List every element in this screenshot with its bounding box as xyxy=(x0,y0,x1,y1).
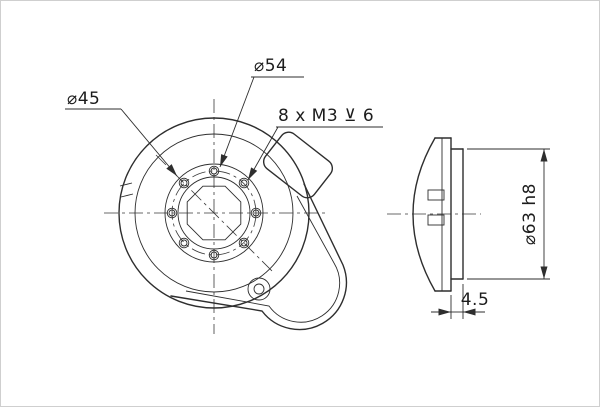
side-view xyxy=(387,137,481,292)
dimensions: ⌀63 h8 4.5 xyxy=(431,148,550,319)
bolt-holes xyxy=(166,165,262,261)
connector-block xyxy=(262,131,334,199)
dim-label-dia54: ⌀54 xyxy=(254,56,287,76)
thread-note-leader xyxy=(247,126,279,181)
housing-lobe-outline xyxy=(170,183,348,331)
dim-label-dia45: ⌀45 xyxy=(67,89,100,109)
side-body-left-curve xyxy=(412,137,436,292)
internal-feature-lower xyxy=(427,214,445,226)
internal-feature-upper xyxy=(427,189,445,201)
bolt-circle xyxy=(171,170,257,256)
thread-note-label: 8 x M3 ⊻ 6 xyxy=(278,106,374,126)
housing-lobe-inner-line xyxy=(185,195,341,323)
small-boss xyxy=(247,277,271,301)
front-view xyxy=(104,99,348,334)
inner-step-circle xyxy=(134,133,294,293)
pilot-circle xyxy=(177,176,251,250)
dim-label-thickness: 4.5 xyxy=(461,290,490,310)
rim-notch xyxy=(119,182,134,198)
dia45-leader xyxy=(120,108,178,177)
dia54-leader xyxy=(219,76,255,168)
callouts: ⌀45 ⌀54 8 x M3 ⊻ 6 xyxy=(65,56,383,181)
dim-label-dia63: ⌀63 h8 xyxy=(520,183,540,245)
outer-body-circle xyxy=(118,117,310,309)
boss-circle xyxy=(164,163,264,263)
octagon-bore xyxy=(186,185,242,241)
